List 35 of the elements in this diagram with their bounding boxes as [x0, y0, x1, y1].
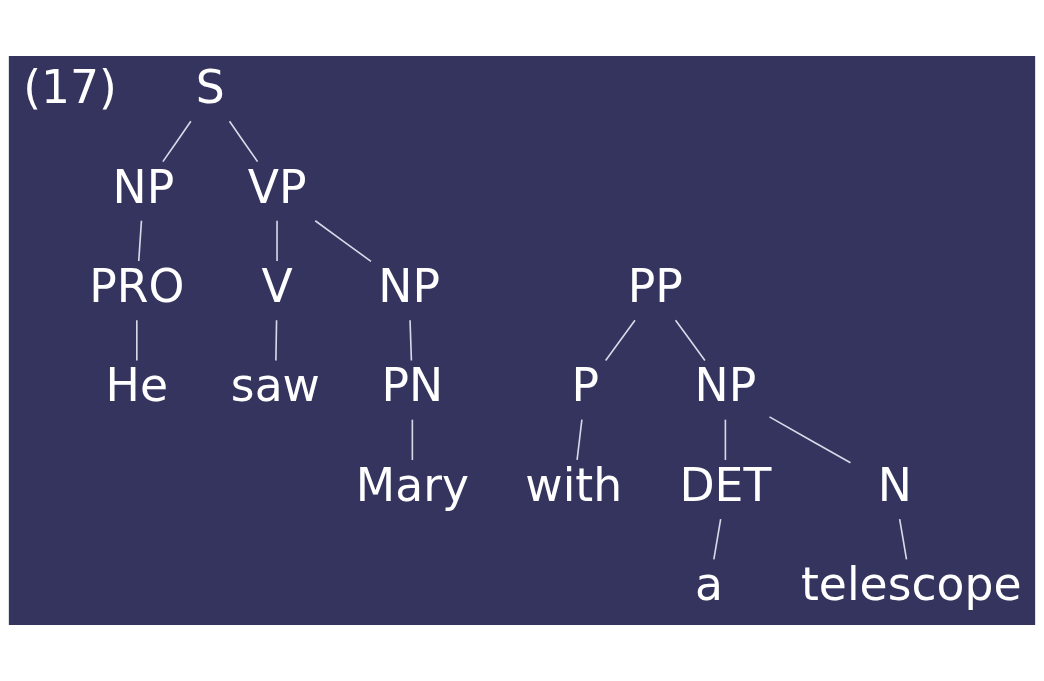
connector: [724, 418, 727, 461]
node-text: PN: [381, 359, 444, 413]
connector: [276, 219, 278, 262]
node-text: He: [105, 359, 169, 413]
connector: [409, 319, 413, 362]
connector: [136, 319, 138, 362]
node-text: saw: [230, 359, 320, 413]
connector: [162, 120, 192, 163]
connector: [137, 219, 143, 262]
connector: [275, 319, 278, 362]
node-text: NP: [378, 260, 440, 314]
node-text: PRO: [89, 260, 185, 314]
node-text: a: [695, 558, 724, 612]
node-text: telescope: [800, 558, 1022, 612]
node-text: S: [195, 61, 225, 115]
node-text: NP: [694, 359, 757, 413]
node-text: with: [525, 458, 623, 512]
connector: [768, 416, 852, 464]
connector: [713, 518, 722, 561]
connector: [674, 319, 706, 362]
node-text: DET: [679, 458, 772, 512]
node-text: PP: [627, 260, 683, 314]
connector: [314, 219, 372, 263]
node-text: VP: [247, 160, 307, 214]
node-text: P: [571, 359, 599, 413]
node-text: V: [261, 260, 293, 314]
connector: [604, 319, 636, 362]
node-text: NP: [112, 160, 175, 214]
node-text: Mary: [355, 458, 469, 512]
connector: [576, 418, 583, 461]
connector: [228, 120, 259, 163]
node-text: N: [877, 458, 913, 512]
connector: [411, 418, 414, 461]
label: (17): [23, 61, 117, 115]
connector: [898, 518, 908, 561]
